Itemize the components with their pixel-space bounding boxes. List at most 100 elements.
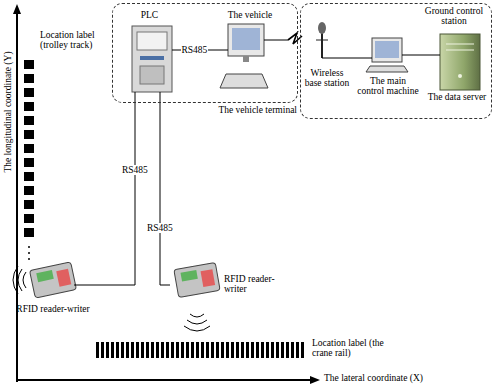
location-label-bar: [206, 342, 209, 358]
reader-body: [30, 262, 77, 298]
node-label: RFID reader-writer: [14, 304, 92, 314]
reader-screen: [36, 270, 54, 282]
server-bay: [446, 44, 474, 45]
ellipsis-dot: [28, 258, 30, 260]
server-led: [458, 74, 462, 78]
wire-stub: [212, 50, 228, 51]
wire-stub: [356, 58, 372, 59]
location-label-bar: [291, 342, 294, 358]
node-label: Ground control station: [419, 6, 489, 27]
location-label-bar: [271, 342, 274, 358]
screen: [375, 41, 399, 58]
location-label-bar: [251, 342, 254, 358]
location-label-bar: [181, 342, 184, 358]
location-label-bar: [211, 342, 214, 358]
plc-case: [132, 26, 172, 92]
node-label: PLC: [122, 10, 177, 20]
reader-keys: [201, 269, 216, 287]
location-label-bar: [236, 342, 239, 358]
server-box: The data server: [424, 30, 490, 116]
server-icon: [424, 34, 480, 90]
control-machine-icon: [356, 38, 420, 72]
location-label-bar: [261, 342, 264, 358]
location-label-bar: [121, 342, 124, 358]
x-axis: [17, 379, 312, 381]
node-label: Wireless base station: [302, 68, 352, 89]
location-label-square: [24, 60, 34, 69]
monitor: [372, 38, 402, 62]
keyboard: [220, 74, 268, 88]
computer-box: The vehicle: [212, 8, 288, 98]
annotation: Location label (trolley track): [40, 30, 116, 51]
location-label-bar: [226, 342, 229, 358]
reader-screen: [180, 270, 197, 282]
location-label-bar: [266, 342, 269, 358]
location-label-bar: [256, 342, 259, 358]
station-group: Ground control stationWireless base stat…: [300, 3, 492, 119]
location-label-square: [24, 102, 34, 111]
reader-box: RFID reader-writer: [170, 262, 294, 308]
ellipsis-dot: [28, 246, 30, 248]
reader-box: RFID reader-writer: [14, 262, 92, 330]
plc-box: PLC: [122, 8, 177, 98]
antenna-head: [318, 22, 326, 34]
connector: [160, 98, 170, 285]
trolley-track-labels: [24, 60, 34, 237]
annotation: The lateral coordinate (X): [324, 373, 423, 383]
reader-body: [174, 263, 220, 298]
reader-keys: [56, 269, 71, 287]
wire-stub: [172, 50, 177, 51]
wire-stub: [264, 40, 288, 41]
location-label-bar: [146, 342, 149, 358]
location-label-bar: [176, 342, 179, 358]
radio-waves: [184, 314, 210, 331]
location-label-bar: [191, 342, 194, 358]
wire-stub: [322, 58, 352, 59]
location-label-bar: [131, 342, 134, 358]
location-label-bar: [301, 342, 304, 358]
radio-waves: [13, 266, 26, 294]
rfid-reader-icon: [13, 262, 92, 298]
wire-stub: [135, 92, 136, 98]
axis-label: The longitudinal coordinate (Y): [3, 51, 13, 172]
location-label-bar: [231, 342, 234, 358]
screen: [232, 28, 260, 50]
y-axis-head: [13, 4, 21, 14]
location-label-square: [24, 214, 34, 223]
location-label-bar: [161, 342, 164, 358]
antenna-icon: [316, 22, 352, 58]
plc-icon: [132, 26, 177, 98]
location-label-square: [24, 88, 34, 97]
monitor: [228, 24, 264, 56]
location-label-square: [24, 228, 34, 237]
location-label-square: [24, 130, 34, 139]
location-label-bar: [111, 342, 114, 358]
location-label-bar: [276, 342, 279, 358]
connector: [352, 58, 356, 59]
rfid-reader-icon: [174, 263, 220, 331]
location-label-square: [24, 158, 34, 167]
wire-stub: [402, 55, 420, 56]
location-label-bar: [101, 342, 104, 358]
location-label-bar: [116, 342, 119, 358]
stand: [243, 56, 249, 62]
bus-label: RS485: [121, 165, 149, 175]
location-label-bar: [221, 342, 224, 358]
location-label-bar: [171, 342, 174, 358]
annotation: Location label (the crane rail): [312, 338, 404, 359]
server-bay: [446, 50, 474, 51]
crane-rail-labels: [96, 342, 304, 358]
antenna-box: Wireless base station: [302, 20, 352, 112]
plc-module: [140, 66, 164, 84]
connector: [92, 98, 135, 285]
location-label-bar: [246, 342, 249, 358]
location-label-square: [24, 186, 34, 195]
location-label-bar: [151, 342, 154, 358]
antenna-bar: [316, 40, 328, 41]
node-label: The vehicle terminal: [183, 105, 297, 115]
node-label: The main control machine: [356, 76, 420, 97]
location-label-bar: [126, 342, 129, 358]
wire-stub: [424, 55, 440, 56]
wire-stub: [74, 285, 92, 286]
